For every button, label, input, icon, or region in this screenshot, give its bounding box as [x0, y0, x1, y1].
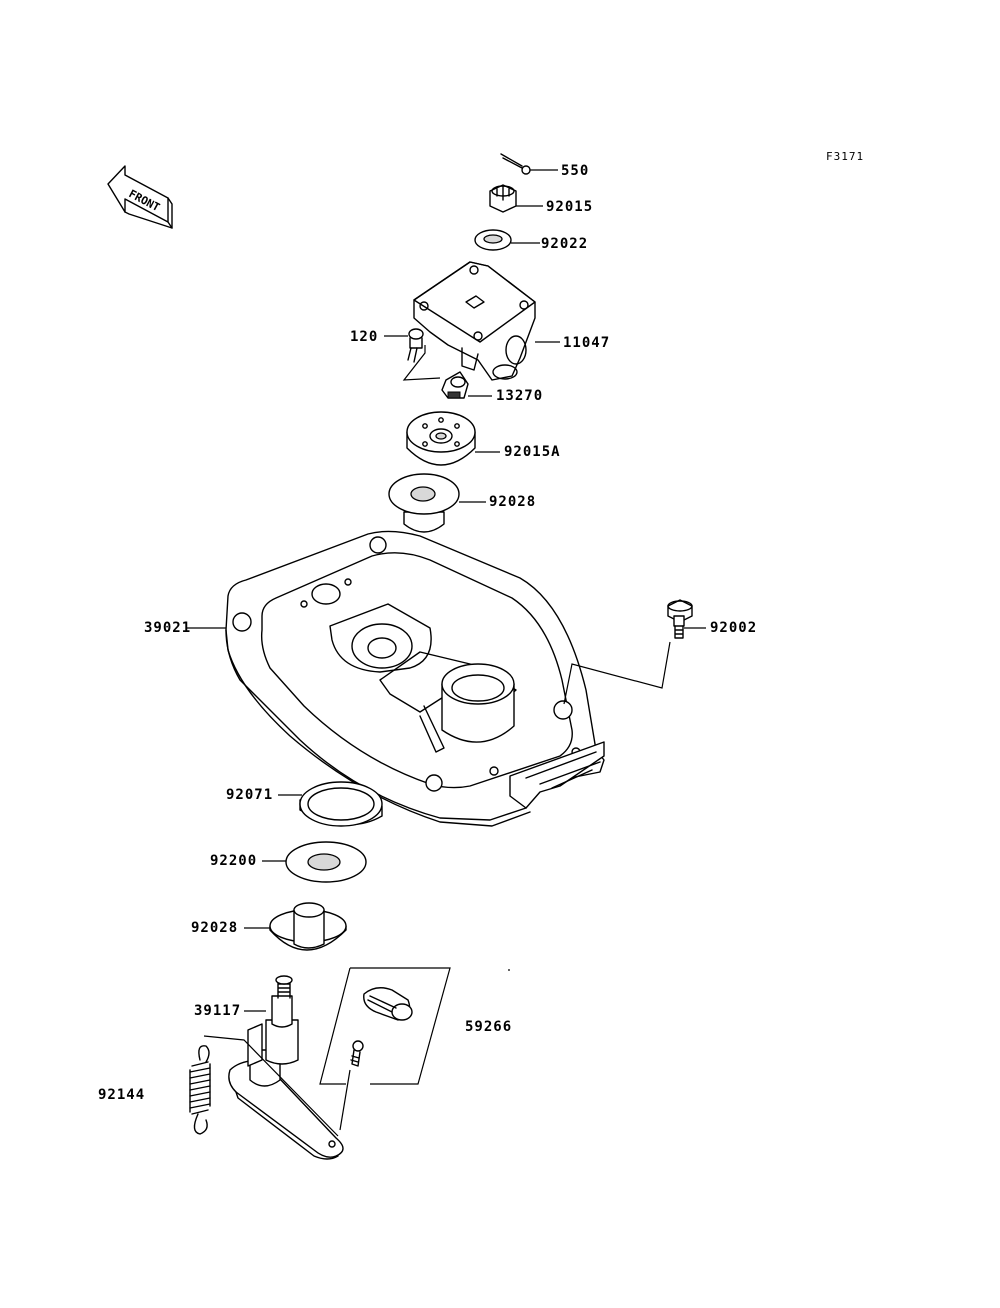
part-label-11047: 11047 [563, 335, 611, 351]
figure-id: F3171 [826, 150, 865, 163]
bushing-92028-lower [244, 902, 347, 951]
part-label-13270: 13270 [496, 388, 544, 404]
washer-92200 [262, 841, 367, 883]
part-label-59266: 59266 [465, 1019, 513, 1035]
part-label-39117: 39117 [194, 1003, 242, 1019]
bolt-92002 [563, 599, 706, 705]
part-13270 [441, 371, 492, 399]
castle-nut-92015 [489, 184, 543, 213]
cotter-pin-550 [500, 153, 558, 175]
part-label-92028-upper: 92028 [489, 494, 537, 510]
flange-nut-92015A [406, 411, 500, 466]
washer-92022 [474, 229, 540, 251]
part-label-92071: 92071 [226, 787, 274, 803]
bushing-92028-upper [388, 473, 486, 533]
part-label-120: 120 [350, 329, 379, 345]
part-label-92015: 92015 [546, 199, 594, 215]
shaft-arm-39117 [203, 975, 344, 1160]
kit-59266 [319, 967, 510, 1131]
bolt-120 [384, 328, 441, 381]
spring-92144 [189, 1045, 211, 1135]
bracket-11047 [413, 261, 560, 381]
part-label-550: 550 [561, 163, 590, 179]
part-label-39021: 39021 [144, 620, 192, 636]
part-label-92200: 92200 [210, 853, 258, 869]
part-label-92015A: 92015A [504, 444, 561, 460]
part-label-92144: 92144 [98, 1087, 146, 1103]
plate-39021 [186, 530, 605, 827]
part-label-92028-lower: 92028 [191, 920, 239, 936]
part-label-92002: 92002 [710, 620, 758, 636]
seal-92071 [278, 781, 383, 827]
part-label-92022: 92022 [541, 236, 589, 252]
front-arrow-icon: FRONT [107, 165, 173, 229]
